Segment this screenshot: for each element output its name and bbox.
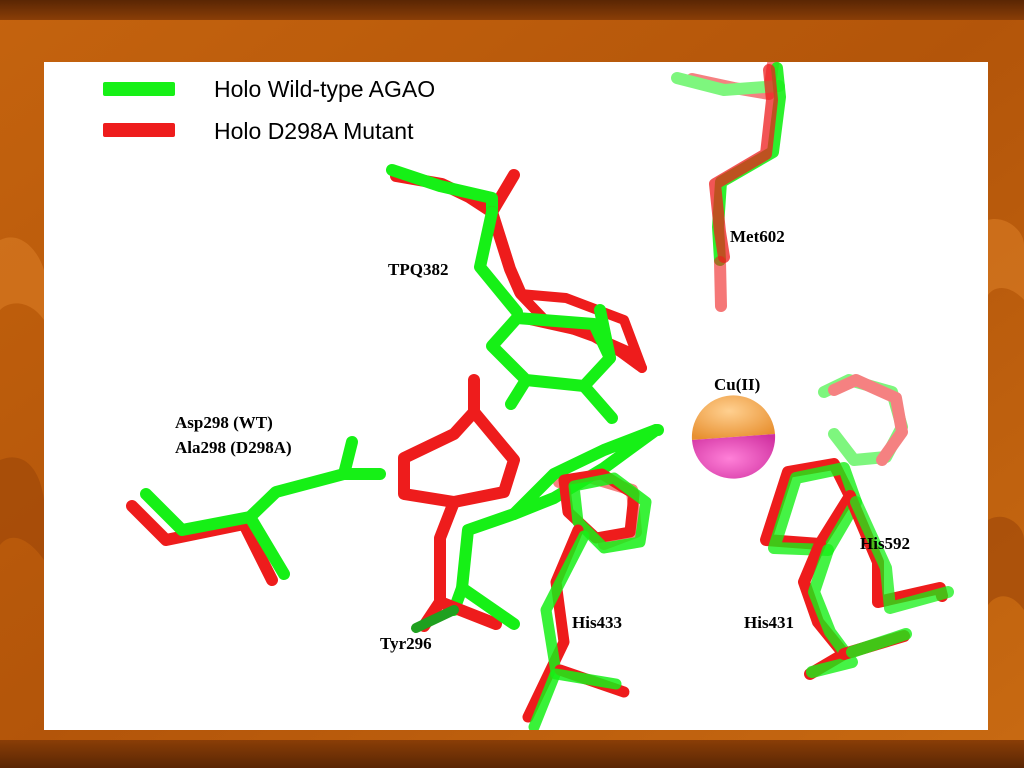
his433-chain-wt <box>528 530 590 730</box>
legend-swatch-mutant <box>103 123 175 137</box>
tyr296-mutant-ring <box>398 406 520 508</box>
tyr296-wt-backbone <box>456 582 520 630</box>
label-his592: His592 <box>860 534 911 553</box>
legend-label-mutant: Holo D298A Mutant <box>214 118 414 144</box>
asp298-wt-sidechain <box>244 468 386 523</box>
met602-backbone-wt <box>671 72 785 96</box>
label-tyr296: Tyr296 <box>380 634 432 653</box>
his433-sticks <box>522 468 652 730</box>
tpq382-link-wt <box>474 206 523 318</box>
his431-backbone-wt <box>846 628 912 658</box>
ala298-mutant-chain <box>126 500 278 586</box>
tpq382-o5-wt <box>594 304 616 364</box>
asp298-wt-chain <box>140 488 290 580</box>
legend-label-wild-type: Holo Wild-type AGAO <box>214 76 436 102</box>
tpq382-link-mutant <box>486 206 526 298</box>
asp298-ala298-sticks <box>126 436 386 586</box>
tyr296-mutant-backbone <box>434 596 502 630</box>
label-his433: His433 <box>572 613 623 632</box>
label-his431: His431 <box>744 613 795 632</box>
label-tpq382: TPQ382 <box>388 260 449 279</box>
his592-chain-wt <box>850 496 954 614</box>
figure-panel: Holo Wild-type AGAO Holo D298A Mutant Me… <box>44 62 988 730</box>
his431-his592-sticks <box>760 458 954 680</box>
label-asp298-wt: Asp298 (WT) <box>175 413 273 432</box>
tyr296-sticks <box>398 374 664 633</box>
tyr296-wt-tail <box>411 605 459 633</box>
his431-chain-wt <box>806 544 858 678</box>
tpq382-sticks <box>386 164 647 424</box>
structure-overlay <box>126 62 954 730</box>
label-met602: Met602 <box>730 227 785 246</box>
met602-sticks <box>709 62 786 312</box>
asp298-wt-carboxyl <box>338 436 358 480</box>
tyr296-mutant-chain <box>418 496 460 632</box>
tpq382-chain-wt <box>386 164 498 218</box>
legend-swatch-wild-type <box>103 82 175 96</box>
tpq382-o2-wt <box>578 380 618 424</box>
copper-ion <box>691 395 776 479</box>
label-copper: Cu(II) <box>714 375 761 394</box>
tyr296-wt-chain <box>448 508 520 616</box>
label-ala298-mutant: Ala298 (D298A) <box>175 438 292 457</box>
his433-ring-wt <box>568 472 652 554</box>
tpq382-o4-wt <box>505 374 532 410</box>
met602-chain-mutant <box>709 64 778 263</box>
his433-chain-mutant <box>522 524 584 723</box>
his433-ring-mutant <box>558 468 640 544</box>
his592-ring-back-mutant <box>828 374 908 466</box>
copper-ion-lower-half <box>692 434 776 479</box>
his433-branch-wt <box>550 668 622 690</box>
met602-tail <box>714 256 727 312</box>
copper-ion-upper-half <box>691 395 775 440</box>
